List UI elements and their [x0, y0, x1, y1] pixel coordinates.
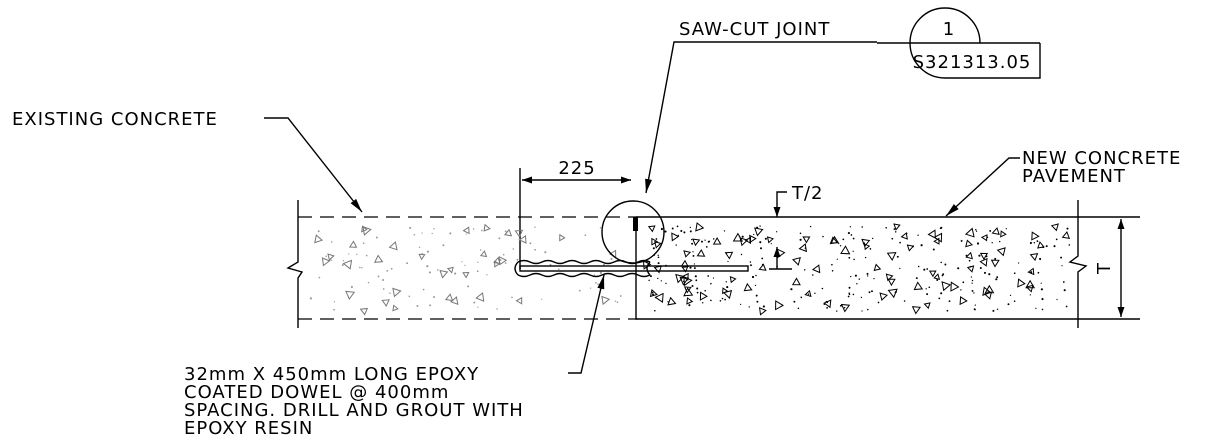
dimension-225-label: 225: [558, 158, 595, 179]
dowel-note-line1: 32mm X 450mm LONG EPOXY: [184, 364, 479, 385]
new-concrete-label-line1: NEW CONCRETE: [1022, 148, 1181, 169]
existing-concrete-callout: EXISTING CONCRETE: [12, 109, 363, 213]
new-concrete-slab: [635, 200, 1140, 328]
dowel-note-callout: 32mm X 450mm LONG EPOXY COATED DOWEL @ 4…: [184, 274, 605, 439]
saw-cut-joint-callout: SAW-CUT JOINT 1 S321313.05: [645, 7, 1041, 194]
existing-aggregate-texture: [309, 223, 622, 316]
dowel-note-line3: SPACING. DRILL AND GROUT WITH: [184, 400, 524, 421]
detail-sheet-reference: S321313.05: [913, 52, 1032, 73]
dowel-note-line2: COATED DOWEL @ 400mm: [184, 382, 449, 403]
new-concrete-callout: NEW CONCRETE PAVEMENT: [945, 148, 1181, 217]
detail-number: 1: [943, 19, 955, 40]
dimension-t: T: [1094, 219, 1125, 317]
dimension-225: 225: [522, 158, 631, 184]
dimension-t-half-label: T/2: [791, 183, 824, 204]
dowel-note-line4: EPOXY RESIN: [184, 418, 313, 439]
new-concrete-label-line2: PAVEMENT: [1022, 166, 1126, 187]
dowel-bar: [514, 259, 749, 278]
saw-cut-joint: [601, 200, 665, 264]
dimension-t-half: T/2: [769, 183, 824, 270]
new-aggregate-texture: [642, 222, 1071, 316]
dimension-t-label: T: [1094, 262, 1115, 275]
detail-reference-bubble: 1 S321313.05: [877, 7, 1041, 79]
existing-concrete-slab: [286, 168, 638, 328]
saw-cut-joint-label: SAW-CUT JOINT: [679, 19, 830, 40]
existing-concrete-label: EXISTING CONCRETE: [12, 109, 218, 130]
